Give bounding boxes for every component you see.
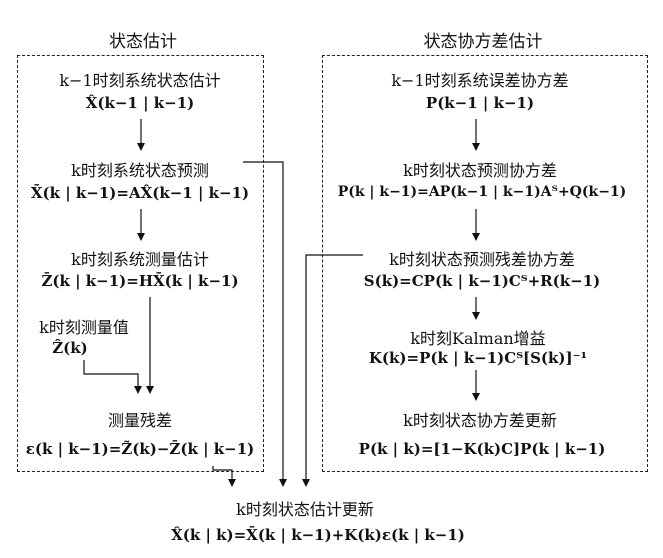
right-step-3-formula: S(k)=CP(k | k−1)Cᵀ+R(k−1) xyxy=(363,272,601,290)
right-step-1-label: k−1时刻系统误差协方差 xyxy=(391,71,569,90)
right-panel-title: 状态协方差估计 xyxy=(423,32,543,52)
left-panel-box xyxy=(17,55,264,472)
left-step-4-label: 测量残差 xyxy=(107,411,173,430)
right-step-2-label: k时刻状态预测协方差 xyxy=(403,161,557,180)
measurement-label: k时刻测量值 xyxy=(39,318,129,337)
right-panel-box xyxy=(322,55,648,472)
left-panel-title: 状态估计 xyxy=(109,32,177,52)
left-step-2-formula: X̄(k | k−1)=AX̂(k−1 | k−1) xyxy=(30,184,250,202)
left-step-3-formula: Z̄(k | k−1)=HX̄(k | k−1) xyxy=(41,272,239,290)
right-step-2-formula: P(k | k−1)=AP(k−1 | k−1)Aᵀ+Q(k−1) xyxy=(337,184,627,200)
output-formula: X̂(k | k)=X̄(k | k−1)+K(k)ε(k | k−1) xyxy=(171,526,465,544)
left-step-1-label: k−1时刻系统状态估计 xyxy=(59,71,221,90)
left-step-3-label: k时刻系统测量估计 xyxy=(71,250,209,269)
arrow-measurement xyxy=(83,360,142,394)
output-label: k时刻状态估计更新 xyxy=(236,500,374,519)
right-step-4-formula: K(k)=P(k | k−1)Cᵀ[S(k)]⁻¹ xyxy=(368,349,588,367)
arrow-gain-to-output xyxy=(302,254,363,487)
right-step-5-label: k时刻状态协方差更新 xyxy=(403,411,557,430)
right-step-4-label: k时刻Kalman增益 xyxy=(410,329,546,348)
arrow-prediction-to-output xyxy=(243,161,287,487)
measurement-formula: Ẑ(k) xyxy=(52,339,88,357)
right-step-5-formula: P(k | k)=[1−K(k)C]P(k | k−1) xyxy=(358,440,606,458)
left-step-1-formula: X̂(k−1 | k−1) xyxy=(85,94,195,112)
arrow-residual-to-output xyxy=(212,466,236,487)
left-step-2-label: k时刻系统状态预测 xyxy=(71,161,209,180)
right-step-1-formula: P(k−1 | k−1) xyxy=(425,94,535,112)
right-step-3-label: k时刻状态预测残差协方差 xyxy=(389,250,575,269)
left-step-4-formula: ε(k | k−1)=Z̃(k)−Z̄(k | k−1) xyxy=(25,440,255,458)
